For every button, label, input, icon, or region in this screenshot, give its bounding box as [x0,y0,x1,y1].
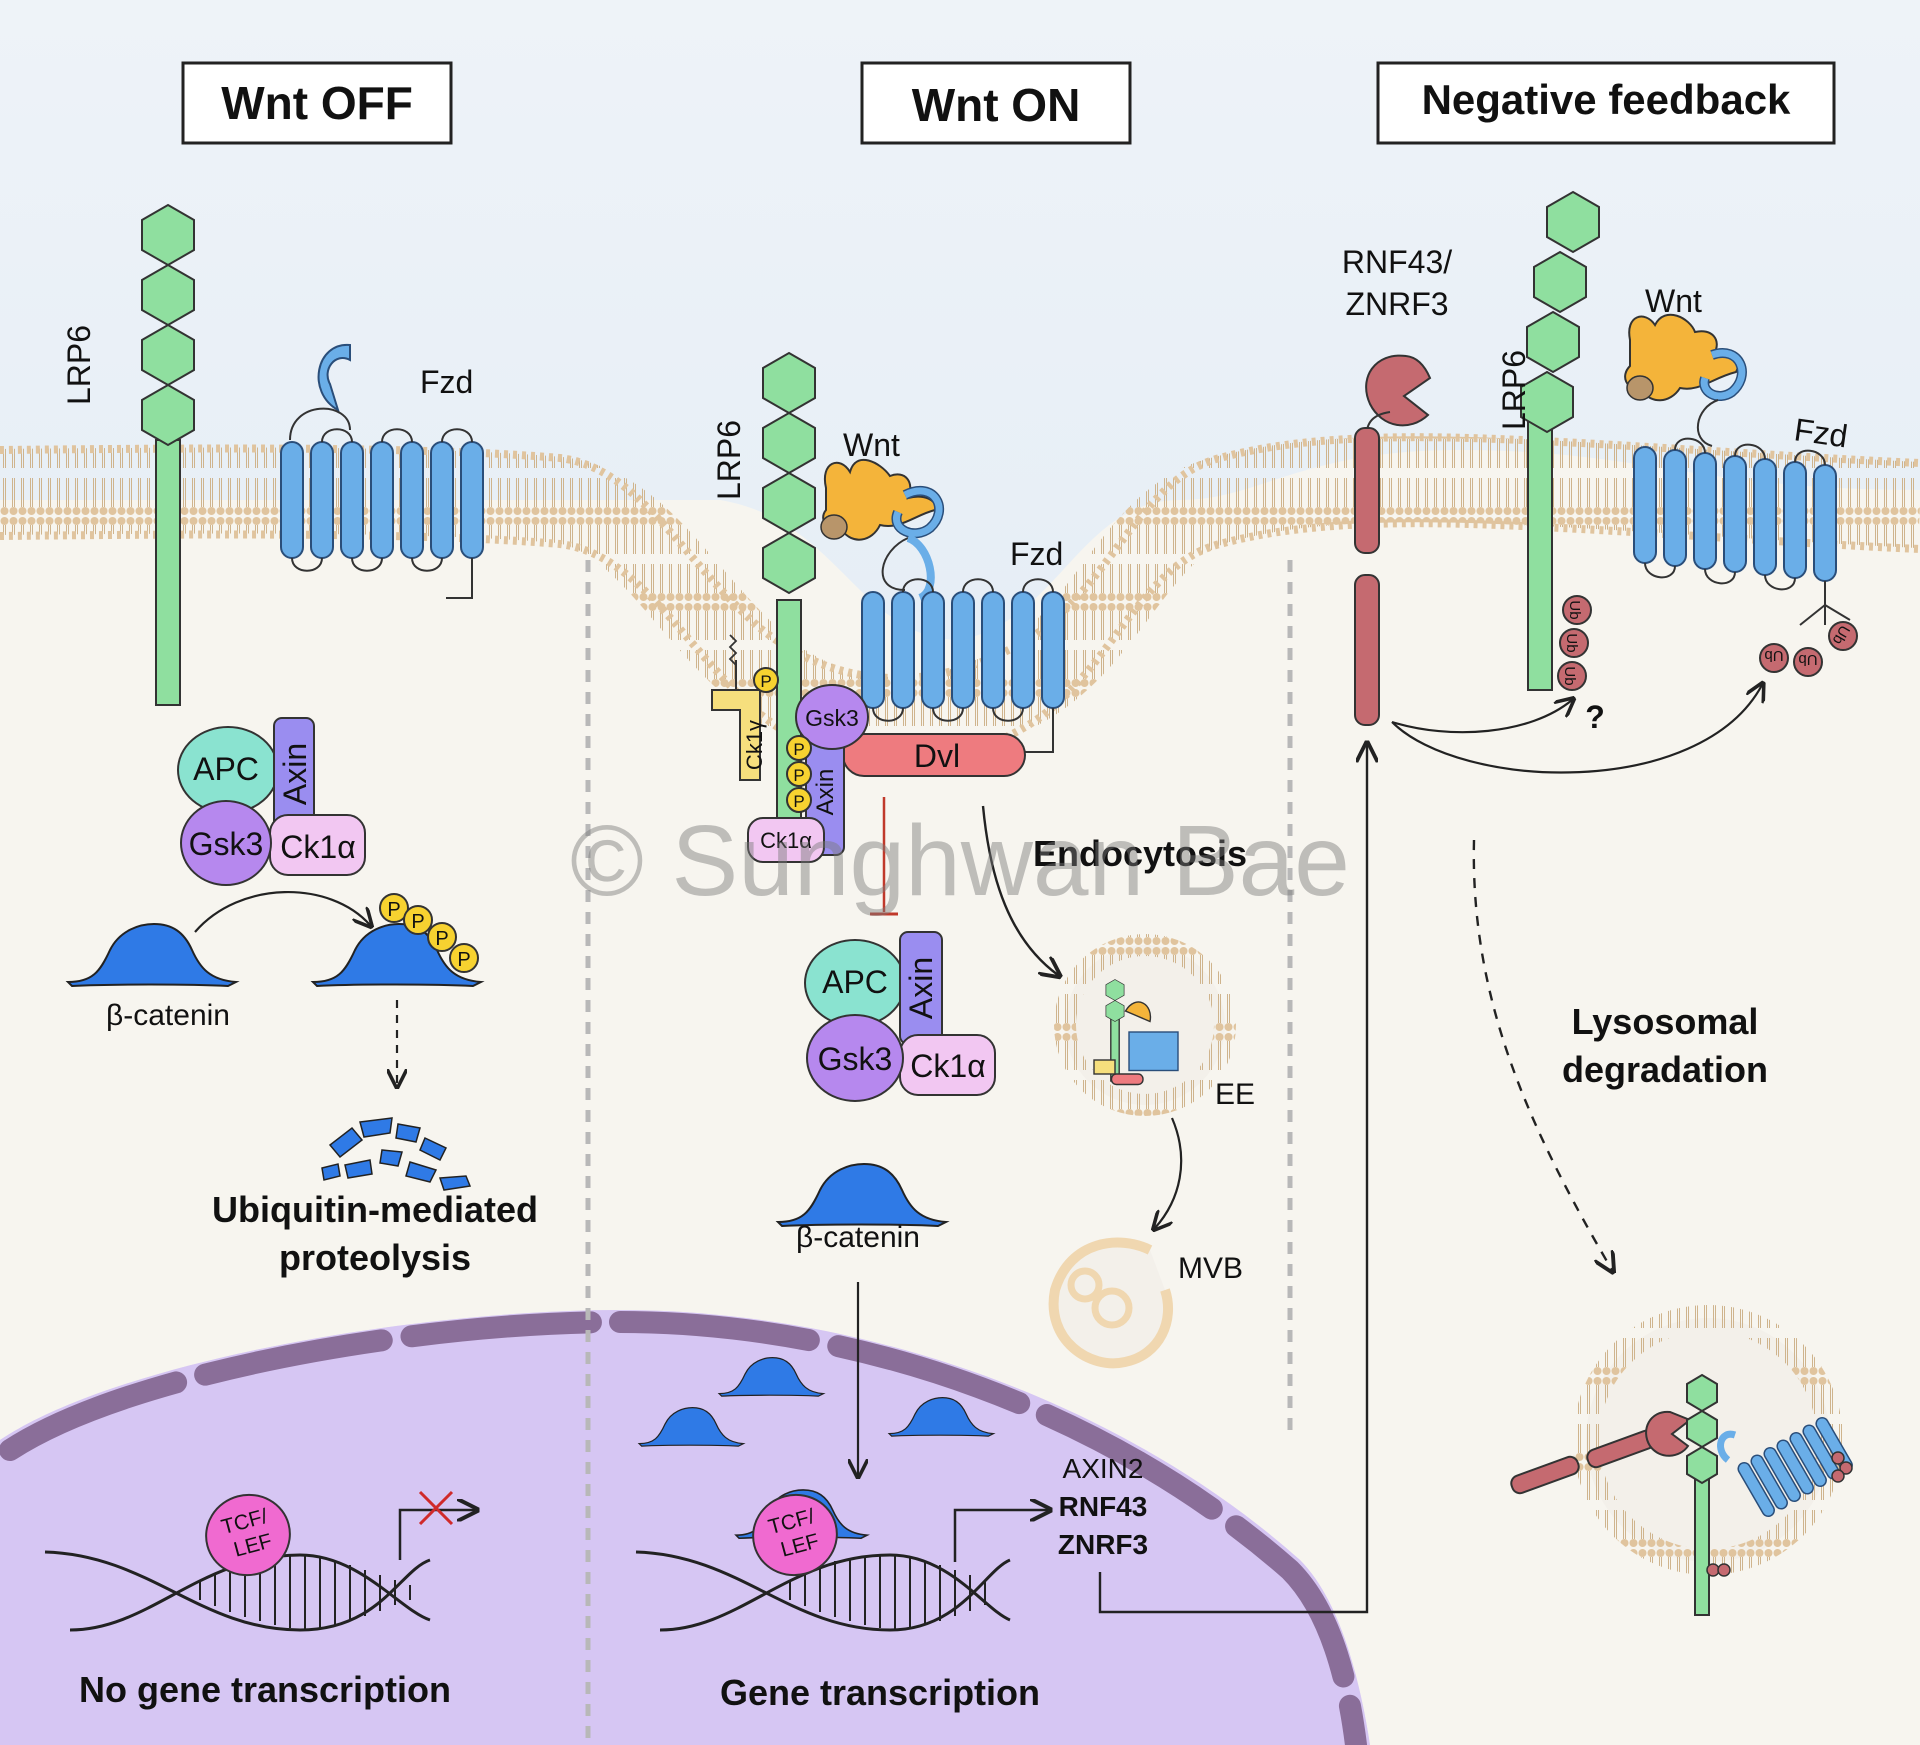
label-apc-on: APC [822,964,888,1000]
label-lysosomal-2: degradation [1562,1049,1768,1090]
label-gsk3-complex-on: Gsk3 [818,1041,893,1077]
lrp6-receptor-off: LRP6 [61,204,195,706]
label-ck1a-off: Ck1α [280,829,355,865]
ubiquitination-arrow-fzd [1391,685,1762,774]
label-gsk3-off: Gsk3 [189,826,264,862]
label-fzd-on: Fzd [1010,536,1063,572]
title-negative-feedback: Negative feedback [1422,76,1791,123]
dna-off: TCF/ LEF [44,1490,475,1632]
label-beta-catenin-off: β-catenin [106,999,230,1032]
label-beta-catenin-on: β-catenin [796,1221,920,1254]
label-dvl: Dvl [914,738,960,774]
label-lrp6-feedback: LRP6 [1496,350,1532,430]
label-wnt-feedback: Wnt [1645,283,1702,319]
label-ubiquitin-1: Ubiquitin-mediated [212,1189,538,1230]
label-lrp6-off: LRP6 [61,325,97,405]
beta-catenin-free-off: β-catenin [67,923,237,1032]
label-ee: EE [1215,1078,1255,1111]
label-question: ? [1585,699,1605,735]
label-transcription: Gene transcription [720,1672,1040,1713]
signalosome-complex: Ck1γ Axin Gsk3 Ck1α P P P P [711,634,869,863]
label-p-on-4: P [793,792,804,811]
ee-to-mvb-arrow [1155,1117,1183,1228]
lrp6-receptor-feedback: LRP6 Ub Ub Ub [1496,191,1600,691]
label-wnt-on: Wnt [843,427,900,463]
fzd-receptor-off: Fzd [280,343,484,599]
label-p-2: P [411,911,424,933]
inhibition-line [870,797,898,916]
fzd-receptor-feedback: Fzd Ub Ub Ub [1633,399,1858,677]
dna-on: TCF/ LEF [635,1489,1048,1632]
label-endocytosis: Endocytosis [1033,833,1247,874]
title-wnt-on: Wnt ON [912,79,1081,131]
label-p-4: P [457,949,470,971]
label-ck1a-on: Ck1α [910,1048,985,1084]
label-ck1a-signalosome: Ck1α [760,828,812,853]
label-target-axin2: AXIN2 [1063,1453,1144,1484]
fzd-receptor-on: Fzd [861,534,1065,753]
label-no-transcription: No gene transcription [79,1669,451,1710]
label-p-1: P [387,899,400,921]
label-ub-5: Ub [1798,651,1817,668]
label-fzd-feedback: Fzd [1792,411,1850,454]
wnt-ligand-on: Wnt [820,427,945,541]
endocytosis-arrow [981,805,1058,975]
destruction-complex-off: APC Axin Ck1α Gsk3 [177,717,366,886]
label-p-on-3: P [793,766,804,785]
label-p-on-2: P [793,740,804,759]
panel-title-wnt-off: Wnt OFF [181,61,453,145]
nucleus [0,1310,1370,1745]
label-axin-on: Axin [812,769,839,816]
panel-title-wnt-on: Wnt ON [860,61,1132,145]
label-ck1g: Ck1γ [742,720,767,770]
label-target-rnf43: RNF43 [1059,1491,1148,1522]
label-axin-complex-on: Axin [903,957,939,1019]
label-apc-off: APC [193,751,259,787]
label-fzd-off: Fzd [420,364,473,400]
label-ub-4: Ub [1764,647,1783,664]
phosphorylation-arrow [194,891,370,933]
label-lysosomal-1: Lysosomal [1572,1001,1759,1042]
label-mvb: MVB [1178,1252,1243,1285]
degraded-fragments [321,1117,472,1191]
label-ubiquitin-2: proteolysis [279,1237,471,1278]
label-ub-2: Ub [1563,633,1580,652]
panel-title-negative-feedback: Negative feedback [1376,61,1836,145]
title-wnt-off: Wnt OFF [221,77,413,129]
label-target-znrf3: ZNRF3 [1058,1529,1148,1560]
rnf43-znrf3-receptor: RNF43/ ZNRF3 [1342,244,1452,726]
beta-catenin-stable: β-catenin [777,1163,947,1254]
lysosome [1510,1305,1853,1616]
lysosomal-arrow [1472,839,1612,1270]
wnt-ligand-feedback: Wnt [1624,283,1747,402]
multivesicular-body [1048,1237,1174,1369]
ubiquitination-arrow-lrp6 [1391,700,1572,734]
label-rnf43-znrf3-1: RNF43/ [1342,244,1452,280]
label-p-3: P [435,928,448,950]
label-ub-1: Ub [1566,600,1583,619]
label-rnf43-znrf3-2: ZNRF3 [1345,286,1448,322]
target-genes: AXIN2 RNF43 ZNRF3 [1058,1453,1148,1560]
dvl-protein: Dvl [842,733,1026,777]
destruction-complex-on: APC Axin Ck1α Gsk3 [804,931,996,1102]
label-axin-off: Axin [277,743,313,805]
feedback-arrow [1098,745,1367,1614]
beta-catenin-phosphorylated: P P P P [312,893,482,987]
early-endosome [1054,934,1236,1116]
label-ub-3: Ub [1561,666,1578,685]
lysosome-cargo [1510,1373,1853,1616]
label-lrp6-on: LRP6 [711,420,747,500]
label-p-on-1: P [760,672,771,691]
watermark: © Sunghwan Bae [570,805,1350,917]
label-gsk3-on: Gsk3 [805,705,859,731]
